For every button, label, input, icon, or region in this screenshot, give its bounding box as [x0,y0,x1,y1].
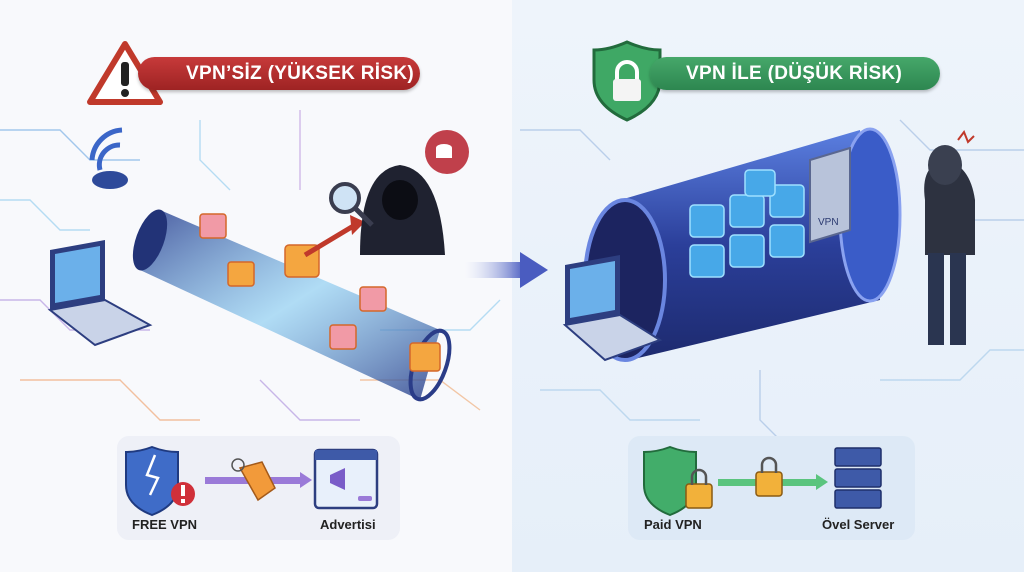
unencrypted-tunnel [132,209,452,402]
paid-vpn-label: Paid VPN [644,517,702,532]
low-risk-banner: VPN İLE (DÜŞÜK RİSK) [650,57,940,90]
transition-arrow-icon [465,252,548,288]
laptop-icon-left [47,240,153,347]
laptop-icon-right [562,255,663,362]
shield-lock-icon [592,40,662,122]
magnifying-glass-icon [329,182,361,214]
high-risk-banner: VPN’SİZ (YÜKSEK RİSK) [138,57,420,90]
frustrated-hacker-figure [924,129,975,345]
private-server-label: Övel Server [822,517,895,532]
hacker-figure [329,130,469,255]
wifi-router-icon [89,127,128,189]
warning-triangle-icon [87,41,163,105]
encrypted-data-locks [689,169,805,278]
vpn-server-icon: VPN [809,146,851,244]
encrypted-vpn-tunnel: VPN [583,127,902,362]
vpn-server-label: VPN [818,217,839,228]
free-vpn-label: FREE VPN [132,517,198,532]
advertisement-label: Advertisi [320,517,376,532]
